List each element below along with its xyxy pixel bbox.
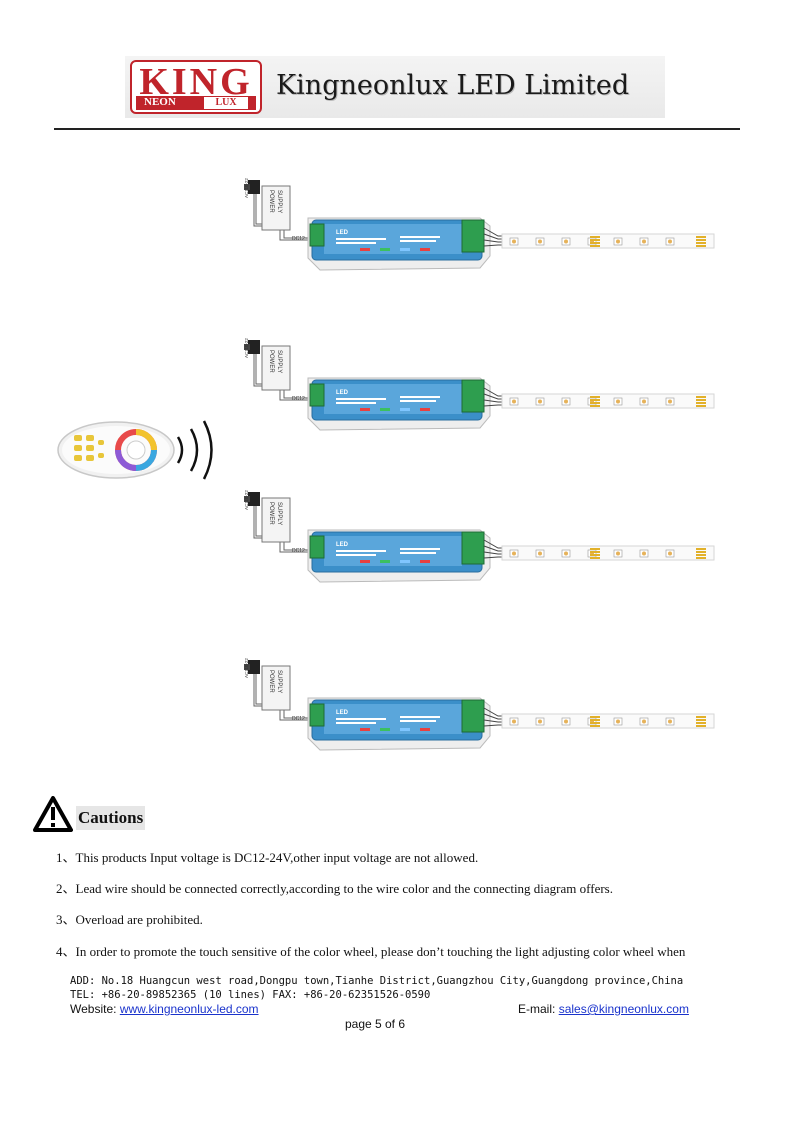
email-link[interactable]: sales@kingneonlux.com <box>558 1002 689 1016</box>
dc-label: DC12~24V <box>292 396 317 402</box>
caution-item-4: 4、In order to promote the touch sensitiv… <box>56 944 686 959</box>
psu-label-1: POWER <box>268 190 274 213</box>
dc-label: DC12~24V <box>292 236 317 242</box>
footer-address: ADD: No.18 Huangcun west road,Dongpu tow… <box>70 975 684 987</box>
logo-sub-left: NEON <box>144 96 176 108</box>
ac-label: AC110-220V <box>244 338 249 358</box>
psu-label-1: POWER <box>268 670 274 693</box>
psu-label-1: POWER <box>268 350 274 373</box>
email-label: E-mail: <box>518 1002 556 1016</box>
psu-label-2: SUPPLY <box>276 350 282 373</box>
psu-label-2: SUPPLY <box>276 502 282 525</box>
psu-label-1: POWER <box>268 502 274 525</box>
page-number: page 5 of 6 <box>344 1017 406 1031</box>
header-divider <box>54 128 740 130</box>
psu-label-2: SUPPLY <box>276 670 282 693</box>
ac-label: AC110-220V <box>244 178 249 198</box>
cautions-heading: Cautions <box>76 806 146 830</box>
footer-website: Website: www.kingneonlux-led.com <box>70 1002 259 1016</box>
ac-label: AC110-220V <box>244 490 249 510</box>
controller-brand: LED <box>336 230 349 236</box>
caution-item-2: 2、Lead wire should be connected correctl… <box>56 881 613 896</box>
logo-sub-right: LUX <box>204 97 248 109</box>
website-link[interactable]: www.kingneonlux-led.com <box>119 1002 259 1016</box>
ac-label: AC110-220V <box>244 658 249 678</box>
dc-label: DC12~24V <box>292 548 317 554</box>
footer-email: E-mail: sales@kingneonlux.com <box>518 1002 689 1016</box>
warning-icon <box>33 796 73 832</box>
caution-item-3: 3、Overload are prohibited. <box>56 912 203 927</box>
controller-brand: LED <box>336 542 349 548</box>
company-logo: KING NEON LUX <box>130 60 262 114</box>
website-label: Website: <box>70 1002 117 1016</box>
company-name: Kingneonlux LED Limited <box>276 70 630 101</box>
controller-brand: LED <box>336 390 349 396</box>
remote-control-image <box>57 420 213 480</box>
psu-label-2: SUPPLY <box>276 190 282 213</box>
dc-label: DC12~24V <box>292 716 317 722</box>
controller-brand: LED <box>336 710 349 716</box>
caution-item-1: 1、This products Input voltage is DC12-24… <box>56 850 479 865</box>
footer-tel: TEL: +86-20-89852365 (10 lines) FAX: +86… <box>70 989 431 1001</box>
